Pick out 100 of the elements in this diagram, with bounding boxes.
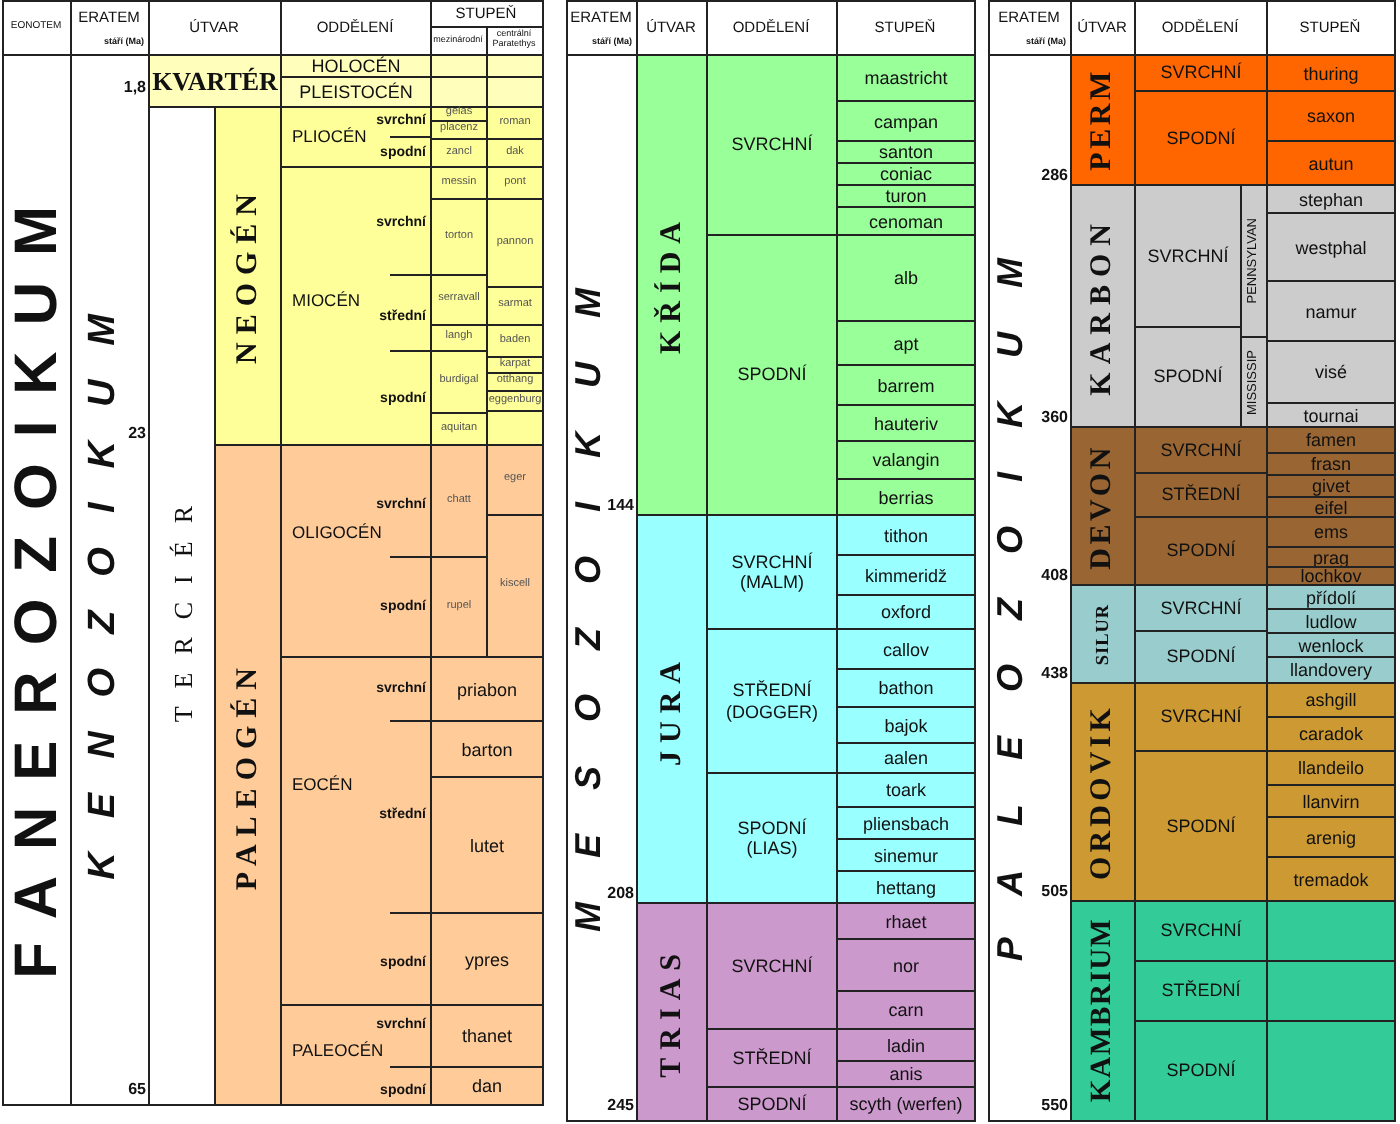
stage-cell — [1266, 516, 1396, 548]
epoch-name: SPODNÍ (LIAS) — [735, 817, 809, 859]
stage-name: přídolí — [1305, 587, 1356, 607]
stage-name: lochkov — [1300, 566, 1362, 586]
stage-cell — [486, 166, 544, 200]
stage-cell — [836, 554, 976, 596]
period-name: KŘÍDA — [657, 214, 687, 355]
stage-cell — [486, 444, 544, 516]
epoch-name: SVRCHNÍ — [1158, 920, 1244, 942]
stage-cell — [1266, 426, 1396, 454]
epoch-cell — [706, 54, 838, 236]
epoch-name: SVRCHNÍ — [1158, 597, 1244, 619]
stage-name: westphal — [1295, 237, 1367, 257]
stage-name: caradok — [1298, 724, 1364, 744]
stage-cell — [430, 324, 488, 352]
epoch-name: STŘEDNÍ — [1159, 484, 1243, 506]
stage-cell — [430, 412, 488, 446]
epoch-name: EOCÉN — [292, 774, 353, 794]
epoch-name: SVRCHNÍ — [1158, 706, 1244, 728]
epoch-cell — [1134, 584, 1268, 632]
stage-name: maastricht — [864, 68, 948, 88]
period-cell — [1070, 584, 1136, 684]
epoch-cell — [706, 772, 838, 904]
stage-cell — [486, 106, 544, 140]
stage-cell — [1266, 716, 1396, 752]
stage-name: thanet — [461, 1026, 513, 1046]
stage-name: llandovery — [1289, 660, 1373, 680]
period-name: KVARTÉR — [152, 65, 278, 97]
period-cell — [214, 444, 282, 1106]
stage-cell — [836, 742, 976, 774]
epoch-cell — [280, 444, 432, 658]
subperiod-cell — [1240, 336, 1268, 428]
subera-name: TERCIÉR — [169, 488, 195, 724]
stage-cell — [1266, 856, 1396, 902]
period-name: PERM — [1088, 68, 1118, 172]
epoch-name: SVRCHNÍ — [729, 134, 815, 156]
epoch-cell — [1134, 682, 1268, 752]
stage-cell — [430, 656, 544, 722]
era-name: KENOZOIKUM — [83, 280, 121, 880]
stage-cell — [836, 806, 976, 840]
period-cell — [1070, 184, 1136, 428]
epoch-name: STŘEDNÍ — [730, 1047, 814, 1069]
stage-cell — [836, 364, 976, 406]
stage-name: pliensbach — [862, 813, 950, 833]
epoch-name: SPODNÍ — [1151, 366, 1225, 388]
stage-cell — [836, 514, 976, 556]
age-value: 208 — [607, 886, 634, 903]
stage-cell — [486, 372, 544, 392]
epoch-cell — [1134, 630, 1268, 684]
epoch-name: SPODNÍ — [1164, 127, 1238, 149]
stage-name: turon — [885, 186, 927, 206]
stage-name: tithon — [883, 525, 929, 545]
epoch-name: SVRCHNÍ — [1158, 62, 1244, 84]
era-name: MESOZOIKUM — [570, 244, 606, 932]
period-cell — [148, 54, 282, 108]
stage-name: alb — [893, 268, 918, 288]
stage-cell — [836, 404, 976, 442]
stage-name: ashgill — [1305, 690, 1357, 710]
stage-name: famen — [1305, 430, 1356, 450]
stage-cell — [1266, 750, 1396, 786]
stage-name: kimmeridž — [864, 565, 947, 585]
stage-cell — [836, 990, 976, 1030]
stage-name: barton — [461, 739, 513, 759]
stage-cell — [1266, 566, 1396, 586]
stage-name: rhaet — [885, 911, 927, 931]
epoch-name: PLEISTOCÉN — [299, 82, 413, 102]
stage-cell — [430, 776, 544, 914]
stage-cell — [1266, 608, 1396, 634]
epoch-cell — [280, 1004, 432, 1106]
period-cell — [1070, 54, 1136, 186]
stage-cell — [430, 350, 488, 414]
stage-name: scyth (werfen) — [849, 1094, 963, 1114]
stage-cell — [836, 54, 976, 102]
epoch-cell — [280, 166, 432, 446]
epoch-cell — [280, 76, 432, 108]
stage-cell — [836, 902, 976, 940]
stage-name: priabon — [456, 679, 518, 699]
stage-cell — [836, 184, 976, 208]
epoch-name: MIOCÉN — [292, 290, 360, 310]
stage-cell — [836, 706, 976, 744]
age-value: 360 — [1041, 410, 1068, 427]
stage-cell — [486, 390, 544, 412]
stage-cell — [486, 286, 544, 326]
stage-cell — [1266, 474, 1396, 498]
epoch-cell — [1134, 516, 1268, 586]
epoch-cell — [706, 1086, 838, 1122]
epoch-cell — [280, 656, 432, 1006]
epoch-cell — [1134, 960, 1268, 1022]
era-column — [988, 54, 1072, 1122]
stage-name: hettang — [875, 877, 937, 897]
stage-name: berrias — [878, 487, 934, 507]
stage-name: valangin — [872, 450, 940, 470]
epoch-name: HOLOCÉN — [311, 56, 401, 76]
period-name: DEVON — [1088, 443, 1118, 569]
epoch-cell — [1134, 1020, 1268, 1122]
stage-cell — [1266, 816, 1396, 858]
stage-cell — [836, 628, 976, 670]
epoch-cell — [706, 902, 838, 1030]
epoch-cell — [706, 234, 838, 516]
stage-name: barrem — [877, 375, 935, 395]
